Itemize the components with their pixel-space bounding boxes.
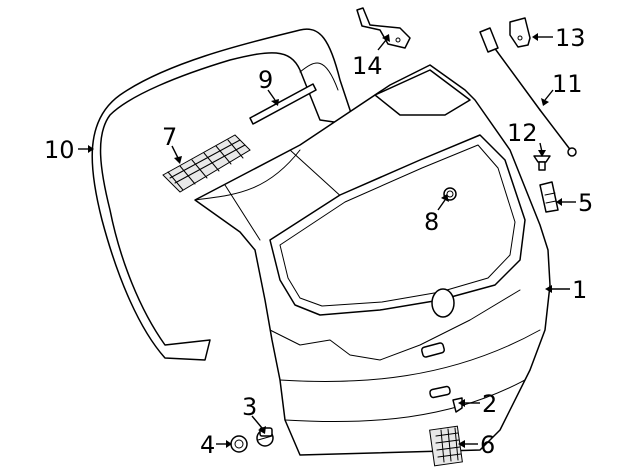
callout-2: 2 bbox=[482, 390, 497, 418]
lift-support-strut bbox=[479, 27, 577, 157]
callout-9: 9 bbox=[258, 66, 273, 94]
callout-1: 1 bbox=[572, 276, 587, 304]
liftgate-body bbox=[194, 64, 551, 456]
small-clip bbox=[452, 397, 463, 413]
callout-6: 6 bbox=[480, 431, 495, 459]
o-ring-plug bbox=[230, 435, 248, 453]
callout-8: 8 bbox=[424, 208, 439, 236]
callout-7: 7 bbox=[162, 123, 177, 151]
callout-14: 14 bbox=[352, 52, 383, 80]
push-pin-clip bbox=[533, 155, 551, 171]
callout-13: 13 bbox=[555, 24, 586, 52]
callout-4: 4 bbox=[200, 431, 215, 459]
callout-11: 11 bbox=[552, 70, 583, 98]
callout-10: 10 bbox=[44, 136, 75, 164]
upper-hinge bbox=[509, 17, 531, 48]
callout-3: 3 bbox=[242, 393, 257, 421]
emblem-strip bbox=[249, 83, 317, 125]
callout-12: 12 bbox=[507, 119, 538, 147]
weatherstrip-seal bbox=[91, 28, 356, 361]
vent-grille bbox=[429, 425, 463, 467]
leader-lines bbox=[78, 33, 576, 448]
hinge-14 bbox=[356, 7, 411, 49]
callout-labels: 1 2 3 4 5 6 7 8 9 10 11 12 13 14 bbox=[44, 24, 593, 459]
trim-grille-panel bbox=[162, 134, 251, 193]
callout-5: 5 bbox=[578, 189, 593, 217]
side-bracket bbox=[539, 181, 559, 213]
